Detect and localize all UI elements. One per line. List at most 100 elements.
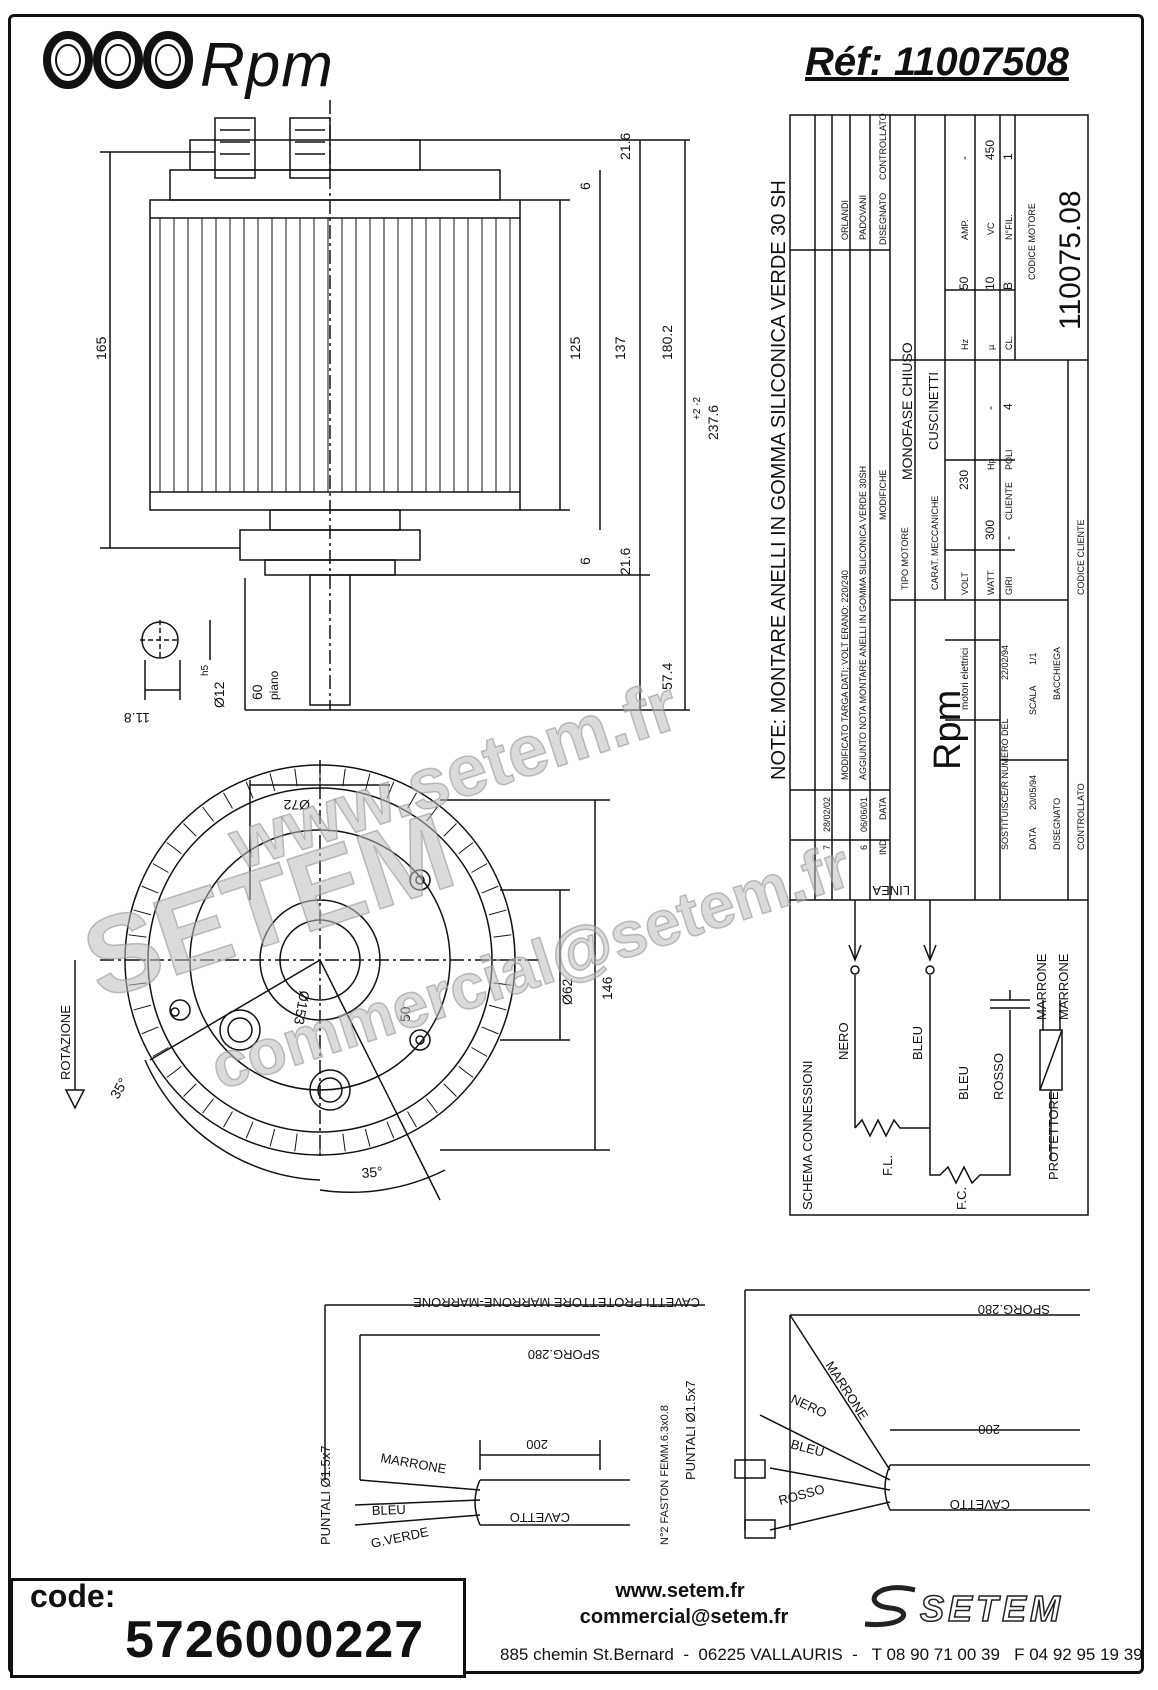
rev-7-designer: ORLANDI xyxy=(840,200,850,240)
email-link[interactable]: commercial@setem.fr xyxy=(579,1606,789,1628)
drawing-sheet-border xyxy=(8,14,1144,1674)
dim-dia62: Ø62 xyxy=(559,978,575,1005)
shaft-flat: 11.8 xyxy=(124,710,150,726)
data-value: 20/05/94 xyxy=(1028,775,1038,810)
codice-motore-label: CODICE MOTORE xyxy=(1027,203,1037,280)
cl-value: B xyxy=(1001,282,1015,290)
setem-swirl-icon xyxy=(864,1585,916,1628)
volt-value: 230 xyxy=(957,470,971,490)
rev-6-text: AGGIUNTO NOTA MONTARE ANELLI IN GOMMA SI… xyxy=(858,466,868,780)
poli-label: POLI xyxy=(1004,449,1014,470)
rev-7-date: 28/02/02 xyxy=(822,797,832,832)
dim-165: 165 xyxy=(93,336,109,360)
wiring-schema xyxy=(848,900,1063,1185)
reference-number: Réf: 11007508 xyxy=(805,40,1069,84)
rev-header-checked: CONTROLLATO xyxy=(878,113,888,180)
front-view xyxy=(64,760,610,1201)
company-address: 885 chemin St.Bernard - 06225 VALLAURIS … xyxy=(500,1645,1143,1664)
schema-title: SCHEMA CONNESSIONI xyxy=(800,1060,815,1210)
data-label: DATA xyxy=(1028,827,1038,850)
dim-21b: 21.6 xyxy=(617,548,633,575)
rev-7-n: 7 xyxy=(822,845,832,850)
left-wire-gverde: G.VERDE xyxy=(370,1524,431,1551)
hp-value: - xyxy=(983,406,997,410)
schema-protettore: PROTETTORE xyxy=(1046,1091,1061,1180)
tb-logo-sub: motori elettrici xyxy=(960,648,971,710)
right-wire-nero: NERO xyxy=(789,1391,829,1420)
watt-value: 300 xyxy=(983,520,997,540)
left-wire-marrone: MARRONE xyxy=(379,1450,447,1476)
tb-logo-text: Rpm xyxy=(927,690,969,770)
schema-linea: LINEA xyxy=(872,883,910,898)
cliente-label: CLIENTE xyxy=(1004,482,1014,520)
sostituisce-label: SOSTITUISCE/R NUMERO DEL xyxy=(1000,718,1010,850)
motor-body xyxy=(149,199,521,511)
schema-marrone2: MARRONE xyxy=(1056,953,1071,1020)
rev-7-text: MODIFICATO TARGA DATI; VOLT ERANO: 220/2… xyxy=(840,570,850,780)
schema-rosso: ROSSO xyxy=(991,1053,1006,1100)
shaft-dia: Ø12 xyxy=(211,681,227,708)
title-block xyxy=(789,114,1089,1216)
carat-label: CARAT. MECCANICHE xyxy=(930,496,940,590)
rpm-coil-logo xyxy=(43,31,193,89)
schema-bleu2: BLEU xyxy=(956,1066,971,1100)
left-cable-header: CAVETTI PROTETTORE MARRONE-MARRONE xyxy=(413,1295,700,1310)
nfil-value: 1 xyxy=(1001,153,1015,160)
giri-value: - xyxy=(1001,536,1015,540)
right-sporg: SPORG.280 xyxy=(978,1302,1050,1317)
scala-value: 1/1 xyxy=(1028,652,1038,665)
rev-header-date: DATA xyxy=(878,797,888,820)
codice-motore-value: 110075.08 xyxy=(1054,190,1087,330)
poli-value: 4 xyxy=(1001,403,1015,410)
codice-cliente-label: CODICE CLIENTE xyxy=(1076,519,1086,595)
drawing-note: NOTE: MONTARE ANELLI IN GOMMA SILICONICA… xyxy=(768,180,790,780)
vc-label: VC xyxy=(986,222,996,235)
nfil-label: N°FIL. xyxy=(1004,214,1014,240)
code-box xyxy=(10,1578,466,1678)
hz-label: Hz xyxy=(960,339,970,350)
rev-6-n: 6 xyxy=(859,845,869,850)
dim-50: 50 xyxy=(397,1006,413,1022)
dim-57: 57.4 xyxy=(659,663,675,690)
schema-bleu1: BLEU xyxy=(910,1026,925,1060)
dim-piano: piano xyxy=(267,670,281,700)
terminal-box-right xyxy=(289,117,331,179)
vc-value: 450 xyxy=(983,140,997,160)
carat-value: CUSCINETTI xyxy=(926,372,941,450)
schema-fl: F.L. xyxy=(880,1155,895,1176)
disegnato-label: DISEGNATO xyxy=(1052,798,1062,850)
amp-label: AMP. xyxy=(960,219,970,240)
dim-dia153: Ø153 xyxy=(291,989,313,1026)
tipo-motore-value: MONOFASE CHIUSO xyxy=(899,342,915,480)
dim-6a: 6 xyxy=(577,182,593,190)
right-puntali: PUNTALI Ø1.5x7 xyxy=(683,1381,698,1480)
shaft-h5: h5 xyxy=(200,664,211,676)
terminal-box-left xyxy=(214,117,256,179)
dim-237: 237.6 xyxy=(705,405,721,440)
amp-value: - xyxy=(957,156,971,160)
schema-fc: F.C. xyxy=(954,1187,969,1210)
hp-label: Hp xyxy=(986,458,996,470)
dim-180: 180.2 xyxy=(659,325,675,360)
left-wire-bleu: BLEU xyxy=(372,1502,406,1518)
rev-header-changes: MODIFICHE xyxy=(878,470,888,521)
angle-35b: 35° xyxy=(361,1163,383,1181)
watt-label: WATT xyxy=(986,570,996,595)
dim-137: 137 xyxy=(612,336,628,360)
angle-35a: 35° xyxy=(107,1075,131,1101)
rev-header-n: IND xyxy=(878,839,888,855)
right-wire-marrone: MARRONE xyxy=(822,1358,871,1422)
left-sporg: SPORG.280 xyxy=(528,1347,600,1362)
left-cavetto: CAVETTO xyxy=(510,1510,570,1525)
dim-60: 60 xyxy=(249,684,265,700)
dim-21a: 21.6 xyxy=(617,133,633,160)
mu-label: µ xyxy=(986,345,996,350)
right-wire-rosso: ROSSO xyxy=(777,1481,826,1508)
schema-nero: NERO xyxy=(836,1022,851,1060)
right-cavetto: CAVETTO xyxy=(950,1497,1010,1512)
mu-value: 10 xyxy=(983,276,997,290)
cable-drawings xyxy=(324,1289,1090,1539)
rev-6-date: 06/06/01 xyxy=(859,797,869,832)
website-link[interactable]: www.setem.fr xyxy=(615,1580,745,1602)
